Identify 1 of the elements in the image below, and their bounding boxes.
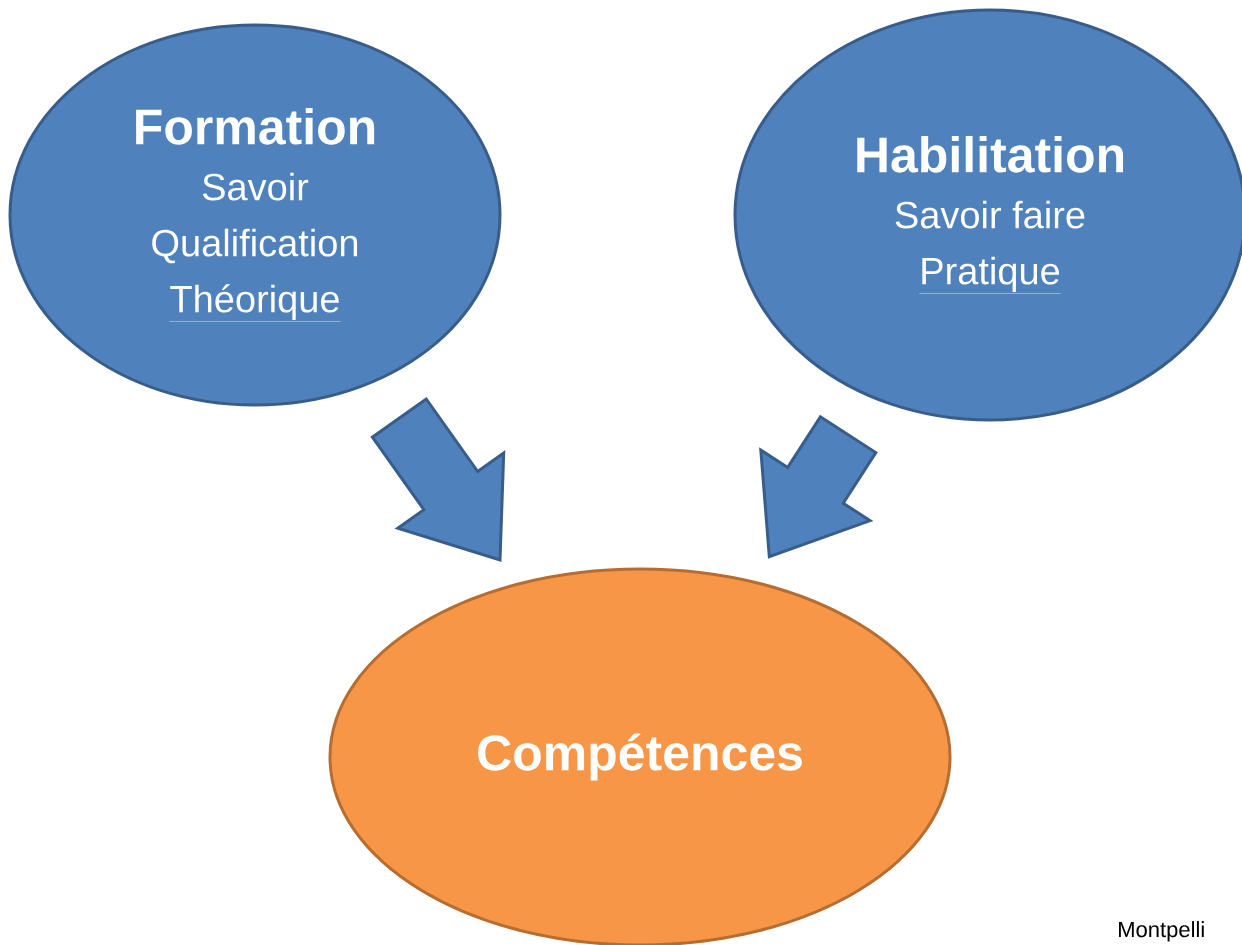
footer-text: Montpelli [1119,921,1204,942]
